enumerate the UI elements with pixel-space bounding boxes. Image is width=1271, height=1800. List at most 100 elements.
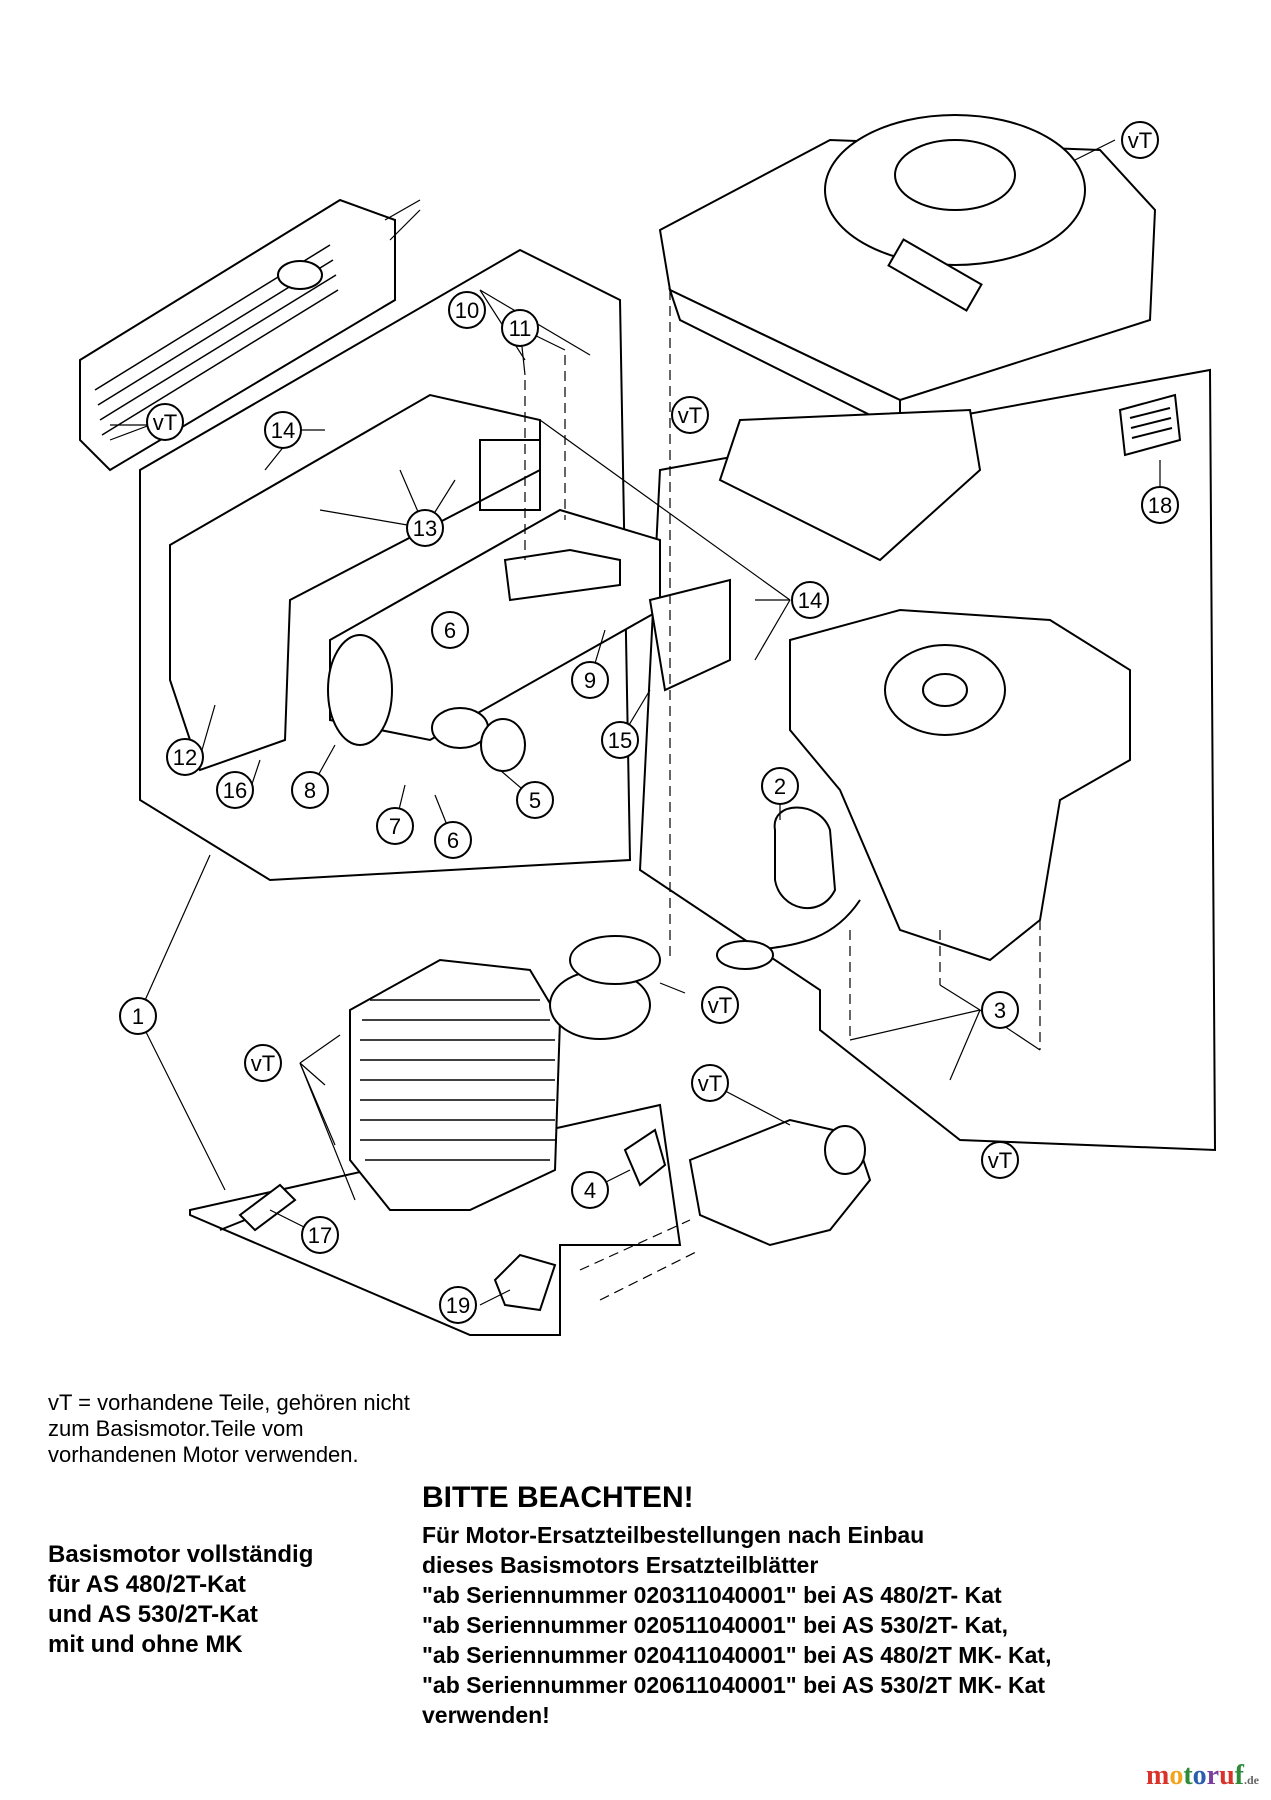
callout-label: 10	[455, 298, 479, 323]
callout-bubble: 9	[571, 661, 609, 699]
watermark-suffix: .de	[1244, 1773, 1259, 1787]
callout-label: 6	[447, 828, 459, 853]
callout-bubble: 12	[166, 738, 204, 776]
callout-bubble: 15	[601, 721, 639, 759]
gasket-4	[623, 1128, 667, 1187]
exhaust-flange	[431, 707, 526, 772]
callout-bubble: 14	[791, 581, 829, 619]
callout-circle	[1141, 486, 1179, 524]
notice-block: BITTE BEACHTEN! Für Motor-Ersatzteilbest…	[422, 1480, 1252, 1730]
callout-bubble: 17	[301, 1216, 339, 1254]
callout-circle	[264, 411, 302, 449]
callout-label: 5	[529, 788, 541, 813]
air-guide-cover	[79, 198, 396, 472]
carburetor	[688, 1118, 872, 1247]
gasket-19	[493, 1253, 557, 1312]
callout-label: 3	[994, 998, 1006, 1023]
callout-bubble: 3	[981, 991, 1019, 1029]
callout-bubble: vT	[701, 986, 739, 1024]
fan-housing	[658, 114, 1157, 562]
legend-line: vorhandenen Motor verwenden.	[48, 1442, 359, 1467]
legend-line: zum Basismotor.Teile vom	[48, 1416, 304, 1441]
callout-label: 9	[584, 668, 596, 693]
gasket-2	[773, 806, 837, 909]
crankcase	[716, 608, 1131, 970]
callout-circle	[791, 581, 829, 619]
callout-label: vT	[678, 403, 702, 428]
callout-label: vT	[1128, 128, 1152, 153]
callout-circle	[981, 1141, 1019, 1179]
callout-bubble: vT	[146, 403, 184, 441]
cylinder	[349, 958, 562, 1211]
callout-bubble: 10	[448, 291, 486, 329]
base-engine-line: mit und ohne MK	[48, 1631, 243, 1658]
heat-shield	[169, 393, 541, 772]
notice-title: BITTE BEACHTEN!	[422, 1481, 694, 1514]
legend: vT = vorhandene Teile, gehören nicht zum…	[48, 1390, 508, 1468]
callout-label: 12	[173, 745, 197, 770]
callout-bubble: 8	[291, 771, 329, 809]
notice-line: Für Motor-Ersatzteilbestellungen nach Ei…	[422, 1522, 925, 1548]
callout-circle	[301, 1216, 339, 1254]
callout-circle	[501, 309, 539, 347]
callout-bubble: vT	[671, 396, 709, 434]
notice-line: "ab Seriennummer 020511040001" bei AS 53…	[422, 1612, 1009, 1638]
spark-plug	[219, 1183, 297, 1232]
callout-circle	[571, 661, 609, 699]
base-engine-note: Basismotor vollständig für AS 480/2T-Kat…	[48, 1540, 408, 1660]
callout-label: vT	[708, 993, 732, 1018]
callout-label: 11	[509, 316, 532, 341]
callout-circle	[448, 291, 486, 329]
callout-label: vT	[251, 1051, 275, 1076]
watermark-letter: u	[1219, 1760, 1235, 1791]
callout-label: 8	[304, 778, 316, 803]
base-engine-line: und AS 530/2T-Kat	[48, 1601, 258, 1628]
watermark-letter: f	[1234, 1760, 1244, 1791]
callout-circle	[406, 509, 444, 547]
callout-bubble: 2	[761, 767, 799, 805]
notice-line: "ab Seriennummer 020611040001" bei AS 53…	[422, 1672, 1046, 1698]
callout-label: 13	[413, 516, 437, 541]
callout-label: 19	[446, 1293, 470, 1318]
callout-bubble: vT	[1121, 121, 1159, 159]
callout-label: 15	[608, 728, 632, 753]
callout-circle	[981, 991, 1019, 1029]
callout-circle	[671, 396, 709, 434]
callout-bubble: 11	[501, 309, 539, 347]
callout-circle	[761, 767, 799, 805]
callout-circle	[244, 1044, 282, 1082]
type-plate	[1118, 393, 1182, 457]
callout-circle	[601, 721, 639, 759]
callout-bubble: 19	[439, 1286, 477, 1324]
callout-circle	[216, 771, 254, 809]
callout-label: 2	[774, 774, 786, 799]
callout-label: 16	[223, 778, 247, 803]
callout-circle	[146, 403, 184, 441]
notice-line: verwenden!	[422, 1702, 550, 1728]
callout-bubble: 4	[571, 1171, 609, 1209]
callout-circle	[439, 1286, 477, 1324]
callout-bubble: vT	[691, 1064, 729, 1102]
watermark-letter: o	[1169, 1760, 1184, 1791]
callout-circle	[701, 986, 739, 1024]
callout-circle	[376, 807, 414, 845]
notice-line: "ab Seriennummer 020411040001" bei AS 48…	[422, 1642, 1052, 1668]
callout-circle	[434, 821, 472, 859]
callout-bubble: 7	[376, 807, 414, 845]
mounting-bracket-15	[648, 578, 731, 692]
callout-bubble: 18	[1141, 486, 1179, 524]
watermark-letter: t	[1183, 1760, 1193, 1791]
callout-bubble: 16	[216, 771, 254, 809]
callout-circle	[166, 738, 204, 776]
callout-label: vT	[698, 1071, 722, 1096]
callout-label: 6	[444, 618, 456, 643]
callout-label: 4	[584, 1178, 596, 1203]
callout-label: 18	[1148, 493, 1172, 518]
callout-bubble: 1	[119, 997, 157, 1035]
callout-circle	[431, 611, 469, 649]
watermark-logo: motoruf.de	[1146, 1760, 1259, 1792]
watermark-letter: o	[1192, 1760, 1207, 1791]
callout-circle	[691, 1064, 729, 1102]
base-engine-line: Basismotor vollständig	[48, 1541, 314, 1568]
